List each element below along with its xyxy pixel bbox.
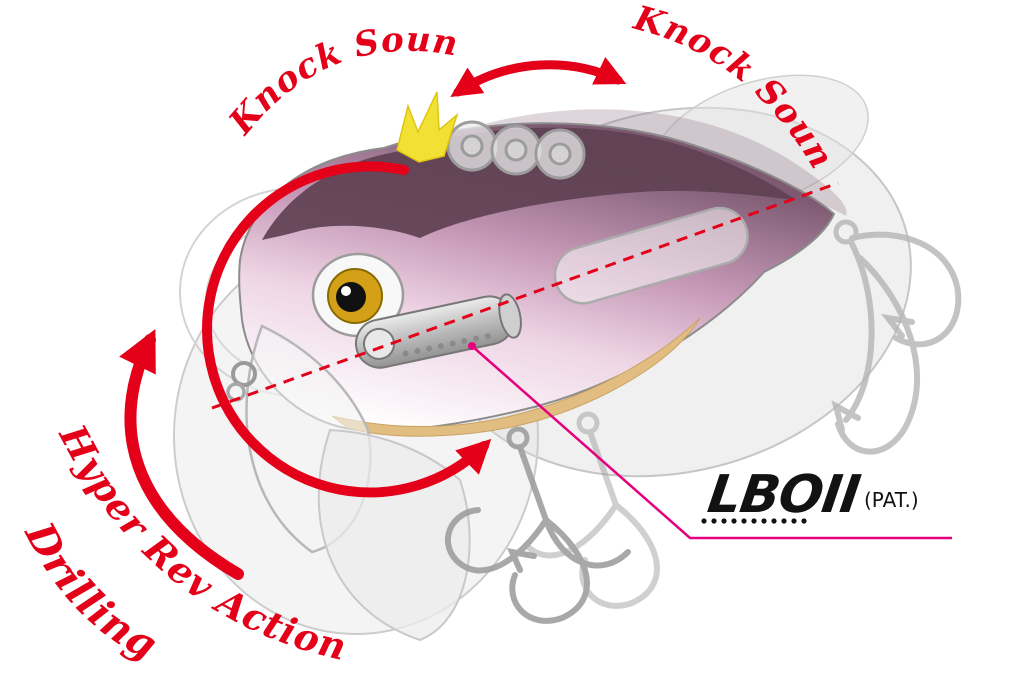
rattle-chambers [446, 120, 586, 180]
knock-sound-left-text: Knock Sound [0, 0, 460, 143]
treble-hook-rear [831, 219, 962, 455]
weight-transfer-cylinder [355, 293, 522, 369]
body-back-dark [262, 127, 796, 240]
impact-spark-icon [396, 91, 459, 163]
center-axis-dashed-line [211, 181, 839, 410]
rotation-circle-arrow [202, 161, 492, 498]
belly-stripe [331, 317, 701, 437]
hyper-rev-arrow [119, 328, 244, 580]
pat-label: (PAT.) [864, 488, 919, 512]
cylinder-dots [402, 333, 491, 357]
treble-hook-front [444, 411, 660, 624]
knock-sound-label-left: Knock Sound [0, 0, 461, 143]
line-tie-ring [231, 361, 257, 387]
logo-dots [701, 518, 807, 524]
lbo-logo: LBOII (PAT.) [701, 465, 919, 525]
knock-sound-arrow [450, 56, 627, 98]
lbo-logo-text: LBOII [704, 465, 864, 525]
lure-eye [311, 252, 405, 338]
lbo-callout-line [471, 345, 952, 540]
